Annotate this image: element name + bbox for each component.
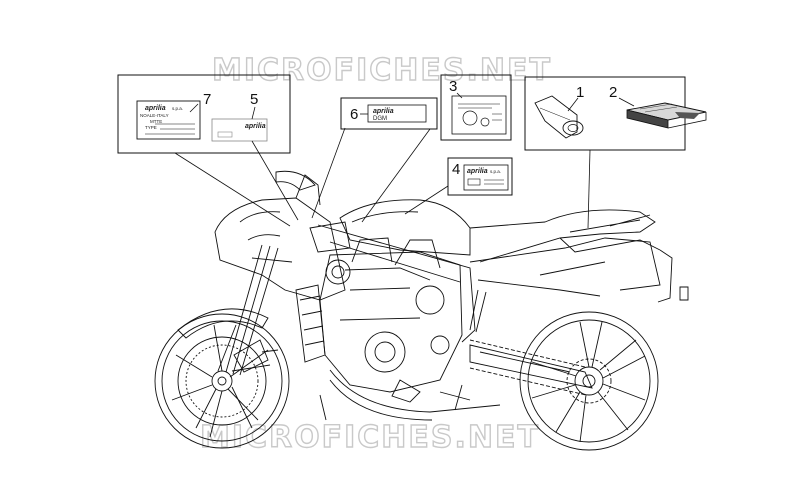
rear-wheel [519,311,659,451]
callout-box-right: 1 2 [524,76,707,151]
plate7-line1: NOALE-ITALY [140,113,169,118]
callout-box-6: aprilia DGM 6 [340,97,438,130]
watermark-bottom: MICROFICHES.NET [200,420,540,455]
callout-4: 4 [452,161,460,178]
owners-manual-2 [626,102,707,129]
label4-brand: aprilia [467,168,488,175]
motorcycle-drawing [154,170,689,451]
plate7-brand: aprilia [145,105,166,112]
tool-pouch-1 [534,95,584,139]
label5-brand: aprilia [245,123,266,130]
callout-3: 3 [449,78,457,95]
callout-5: 5 [250,91,258,108]
callout-box-3: 3 [440,74,512,141]
plate7-brand-suffix: s.p.a. [172,106,183,111]
callout-box-4: aprilia s.p.a. 4 [447,157,513,196]
engine [319,237,463,403]
callout-6: 6 [350,106,358,123]
watermark-top: MICROFICHES.NET [212,53,552,88]
leader-lines [174,127,591,229]
label4-brand-suffix: s.p.a. [490,169,501,174]
identification-plate-7: aprilia s.p.a. NOALE-ITALY MTTE TYPE [136,100,201,140]
plate7-line2: MTTE [150,119,162,124]
callout-2: 2 [609,84,617,101]
callout-1: 1 [576,84,584,101]
label6-model: DGM [373,116,387,122]
plate7-line3: TYPE [145,125,157,130]
callout-box-left: aprilia s.p.a. NOALE-ITALY MTTE TYPE apr… [117,74,291,154]
label6-brand: aprilia [373,108,394,115]
callout-7: 7 [203,91,211,108]
decal-label-5: aprilia [211,118,268,142]
